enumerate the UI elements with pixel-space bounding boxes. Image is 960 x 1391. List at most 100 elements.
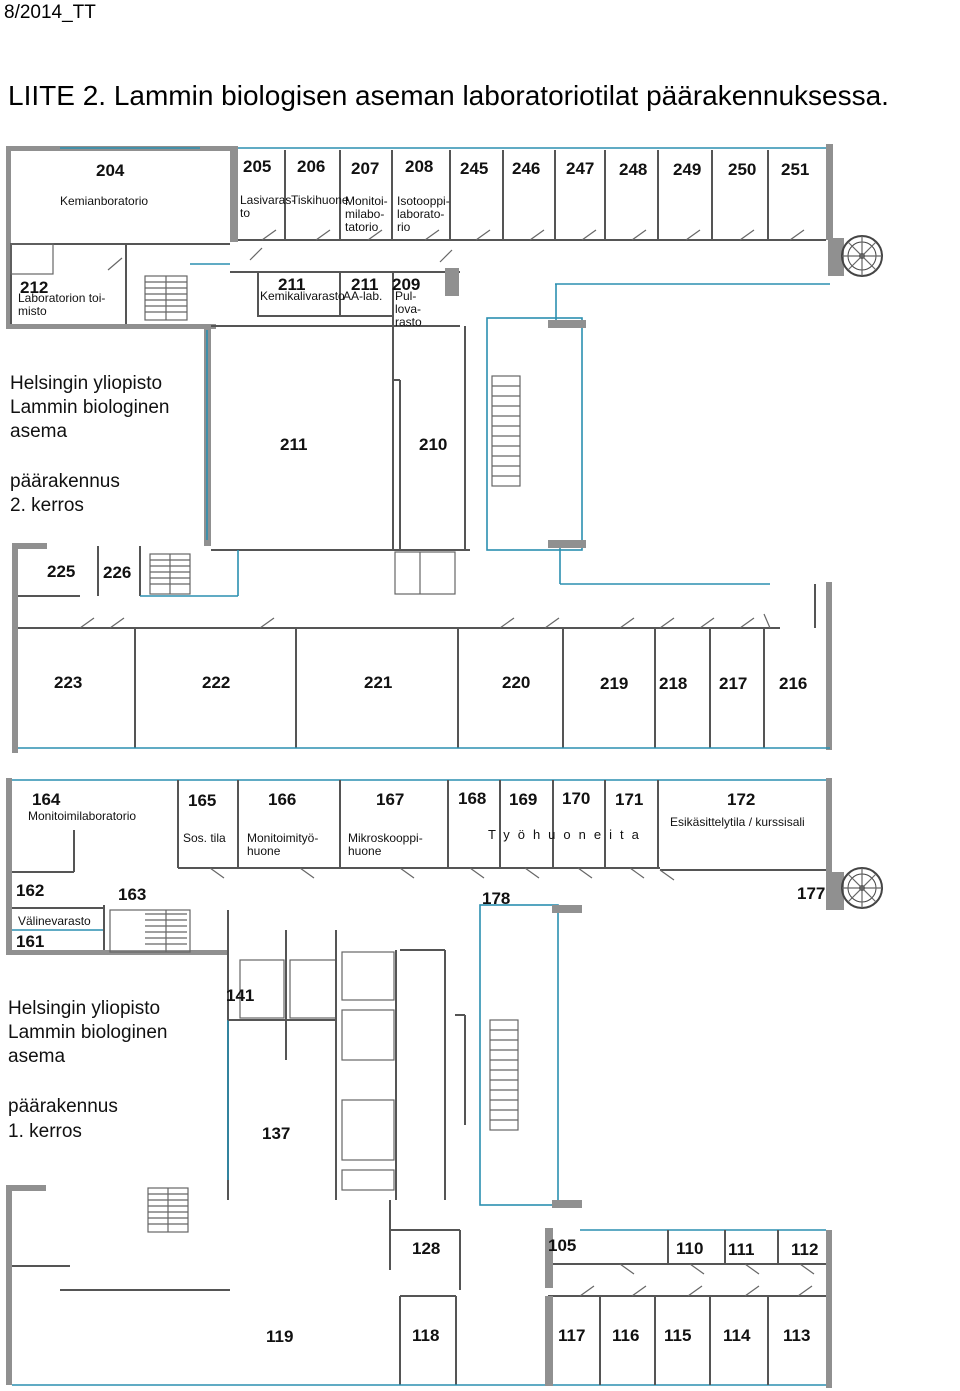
room-outline: [239, 959, 285, 1019]
floor2-plan: [6, 144, 883, 753]
wc-block: [341, 1009, 395, 1061]
floor2-rooms: 204Kemianboratorio205Lasivaras-to206Tisk…: [18, 157, 809, 693]
floor-line: 1. kerros: [8, 1121, 82, 1142]
room-number-209: 209: [392, 275, 420, 294]
room-number-211: 211: [351, 275, 378, 294]
wall: [552, 905, 582, 913]
building-line: Lammin biologinen: [10, 397, 170, 418]
building-line: asema: [10, 421, 67, 442]
room-number-169: 169: [509, 790, 537, 809]
room-number-246: 246: [512, 159, 540, 178]
room-number-161: 161: [16, 932, 44, 951]
door-swings: [579, 1263, 815, 1297]
room-number-211: 211: [280, 435, 307, 454]
staircase: [489, 1019, 519, 1131]
room-number-247: 247: [566, 159, 594, 178]
room-number-251: 251: [781, 160, 809, 179]
room-number-167: 167: [376, 790, 404, 809]
wall: [826, 144, 833, 240]
top-row-dividers: [11, 150, 826, 245]
room-label: Tiskihuone: [291, 193, 349, 207]
room-number-166: 166: [268, 790, 296, 809]
wall: [826, 582, 832, 750]
room-number-113: 113: [783, 1326, 810, 1345]
work-rooms-label: Työhuoneita: [488, 827, 647, 842]
room-number-168: 168: [458, 789, 486, 808]
room-number-216: 216: [779, 674, 807, 693]
floor-line: päärakennus: [10, 471, 120, 492]
room-number-117: 117: [558, 1326, 585, 1345]
room-outline: [289, 959, 337, 1019]
room-number-163: 163: [118, 885, 146, 904]
room-number-105: 105: [548, 1236, 576, 1255]
room-number-141: 141: [226, 986, 254, 1005]
room-number-119: 119: [266, 1327, 293, 1346]
room-label: milabo-: [345, 207, 384, 221]
room-number-222: 222: [202, 673, 230, 692]
room-number-204: 204: [96, 161, 125, 180]
staircase: [109, 909, 191, 953]
door-swings: [209, 867, 675, 881]
wc-block: [341, 1099, 395, 1161]
room-number-211: 211: [278, 275, 305, 294]
wall: [552, 1200, 582, 1208]
wall: [6, 324, 216, 329]
staircase: [147, 1187, 189, 1233]
wall: [545, 1228, 553, 1288]
room-number-165: 165: [188, 791, 216, 810]
room-number-172: 172: [727, 790, 755, 809]
room-number-115: 115: [664, 1326, 691, 1345]
room-label: huone: [247, 844, 281, 858]
room-number-220: 220: [502, 673, 530, 692]
room-number-114: 114: [723, 1326, 751, 1345]
room-label: Mikroskooppi-: [348, 831, 423, 845]
spiral-staircase: [826, 867, 883, 910]
room-number-206: 206: [297, 157, 325, 176]
room-number-223: 223: [54, 673, 82, 692]
room-number-137: 137: [262, 1124, 290, 1143]
room-number-110: 110: [676, 1239, 703, 1258]
door-swings: [107, 229, 805, 271]
room-label: tatorio: [345, 220, 379, 234]
door-swings: [79, 613, 771, 629]
building-line: Helsingin yliopisto: [10, 373, 162, 394]
room-number-177: 177: [797, 884, 825, 903]
room-label: Pul-: [395, 289, 416, 303]
wall: [545, 1296, 553, 1386]
room-number-170: 170: [562, 789, 590, 808]
room-label: Sos. tila: [183, 831, 226, 845]
room-number-218: 218: [659, 674, 687, 693]
room-label: Kemianboratorio: [60, 194, 148, 208]
room-number-210: 210: [419, 435, 447, 454]
room-label: lova-: [395, 302, 421, 316]
floor1-info: Helsingin yliopisto Lammin biologinen as…: [8, 827, 647, 1142]
closet: [394, 551, 456, 595]
wall: [12, 543, 47, 549]
room-label: rasto: [395, 315, 422, 329]
page-title: LIITE 2. Lammin biologisen aseman labora…: [8, 80, 889, 111]
room-number-118: 118: [412, 1326, 439, 1345]
room-label: huone: [348, 844, 382, 858]
floor1-plan: [6, 778, 883, 1388]
room-label: Monitoi-: [345, 194, 388, 208]
wall: [6, 1185, 12, 1385]
room-label: Monitoimilaboratorio: [28, 809, 136, 823]
room-label: rio: [397, 220, 411, 234]
wall: [6, 146, 11, 326]
building-line: Lammin biologinen: [8, 1022, 168, 1043]
floor2-info: Helsingin yliopisto Lammin biologinen as…: [10, 373, 170, 516]
room-number-116: 116: [612, 1326, 639, 1345]
room-number-248: 248: [619, 160, 647, 179]
room-number-111: 111: [728, 1240, 755, 1259]
floor-line: 2. kerros: [10, 495, 84, 516]
room-label: Laboratorion toi-: [18, 291, 105, 305]
room-label: Lasivaras-: [240, 193, 295, 207]
top-row-dividers: [12, 780, 826, 873]
atrium-outline: [479, 904, 559, 1206]
atrium-outline: [486, 317, 583, 551]
wall: [445, 268, 459, 296]
staircase: [144, 275, 188, 321]
wall: [6, 778, 12, 954]
